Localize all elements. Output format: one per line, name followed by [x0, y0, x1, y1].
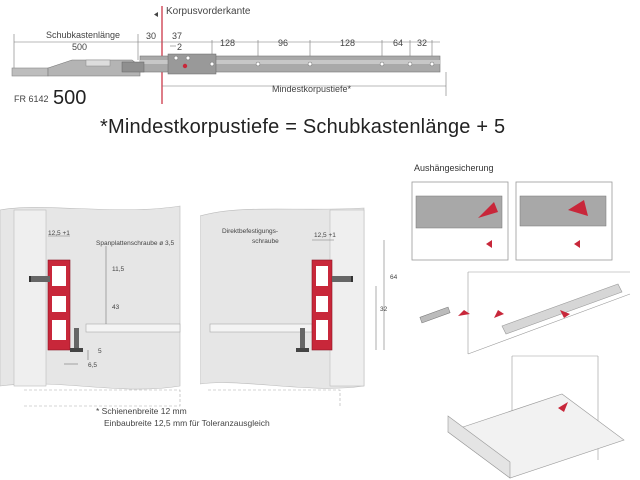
footnote-line-1: * Schienenbreite 12 mm: [96, 406, 187, 416]
screw-right-icon: [332, 276, 353, 282]
min-depth-label: Mindestkorpustiefe*: [272, 84, 352, 94]
drawer-perspective-view: [447, 355, 625, 479]
right-screw-label-1: Direktbefestigungs-: [222, 228, 278, 235]
left-screw-label: Spanplattenschraube ø 3,5: [96, 240, 175, 247]
drawer-length-value: 500: [72, 42, 88, 52]
rail-profile-right: [311, 259, 333, 351]
rail-perspective-view: [467, 271, 631, 355]
rail-profile-left: [47, 259, 71, 351]
right-screw-label-2: schraube: [252, 238, 279, 245]
dim-32: 32: [417, 38, 428, 48]
reference-label: Korpusvorderkante: [166, 6, 251, 17]
model-label: FR 6142: [14, 94, 49, 104]
lock-marker-2-icon: [568, 200, 588, 216]
arrow-3-icon: [560, 310, 570, 318]
right-dim-total: 64: [390, 274, 398, 281]
footnote-line-2: Einbaubreite 12,5 mm für Toleranzausglei…: [104, 418, 270, 428]
left-dim-upper: 11,5: [112, 266, 125, 273]
screw-left-icon: [29, 276, 50, 282]
formula-text: *Mindestkorpustiefe = Schubkastenlänge +…: [100, 116, 506, 138]
cross-section-left: [0, 205, 181, 407]
right-width-dim: 12,5 +1: [314, 232, 336, 239]
detail-title: Aushängesicherung: [414, 163, 494, 173]
left-width-dim: 12,5 +1: [48, 230, 70, 237]
dim-128-a: 128: [220, 38, 236, 48]
drawer-length-label: Schubkastenlänge: [46, 30, 121, 40]
dim-96: 96: [278, 38, 289, 48]
dim-30: 30: [146, 31, 157, 41]
lock-marker-1-icon: [478, 202, 498, 218]
mount-point-red: [182, 63, 188, 69]
arrow-2-icon: [494, 310, 504, 318]
detail-views: [411, 181, 631, 479]
dim-64: 64: [393, 38, 404, 48]
right-dim-lower: 32: [380, 306, 388, 313]
left-dim-gap: 5: [98, 348, 102, 355]
model-length: 500: [53, 87, 87, 109]
dim-128-b: 128: [340, 38, 356, 48]
screw-bottom-right-icon: [296, 328, 309, 352]
arrow-1-icon: [458, 310, 470, 316]
cross-section-right: [200, 207, 385, 406]
arrow-4-icon: [558, 402, 568, 412]
reference-arrow-icon: [154, 12, 158, 17]
left-dim-bottom: 6,5: [88, 362, 98, 369]
dim-2: 2: [177, 42, 183, 52]
left-dim-lower: 43: [112, 304, 120, 311]
rail-body: [11, 53, 441, 77]
screw-bottom-left-icon: [70, 328, 83, 352]
top-rail-diagram: [11, 6, 447, 104]
dim-37: 37: [172, 31, 183, 41]
